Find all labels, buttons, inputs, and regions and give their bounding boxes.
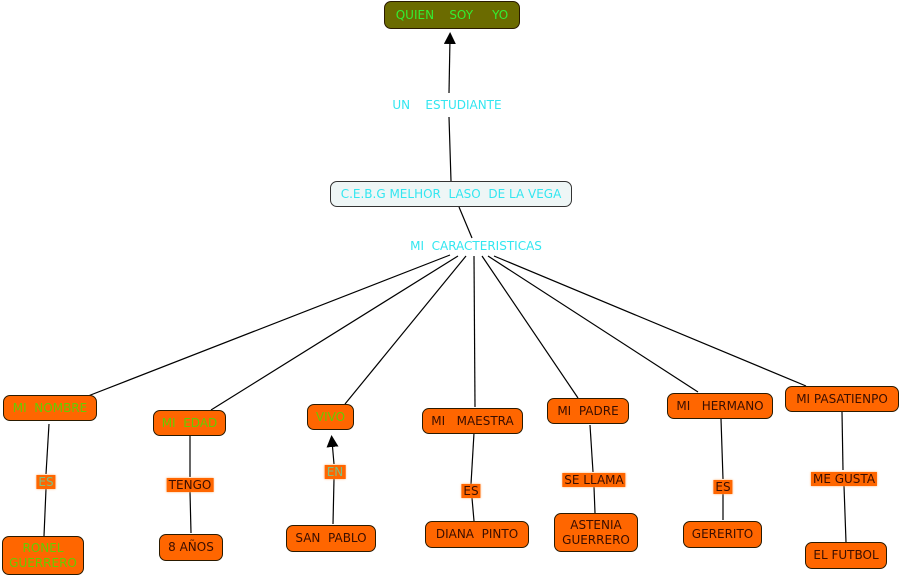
link-label-se-llama: SE LLAMA	[562, 473, 626, 487]
node-gererito[interactable]: GERERITO	[683, 521, 762, 548]
node-san-pablo[interactable]: SAN PABLO	[286, 525, 376, 552]
node-astenia-guerrero[interactable]: ASTENIA GUERRERO	[554, 513, 638, 552]
node-vivo[interactable]: VIVO	[307, 404, 354, 430]
node-mi-hermano[interactable]: MI HERMANO	[667, 393, 773, 419]
node-mi-nombre[interactable]: MI NOMBRE	[3, 395, 97, 421]
node-diana-pinto[interactable]: DIANA PINTO	[425, 521, 529, 548]
node-el-futbol[interactable]: EL FUTBOL	[805, 542, 887, 569]
node-mi-edad[interactable]: MI EDAD	[153, 410, 226, 436]
link-label-en: EN	[324, 465, 346, 479]
link-label-tengo: TENGO	[166, 478, 214, 492]
link-school-char	[458, 206, 473, 239]
node-ronel-guerrero[interactable]: RONEL GUERRERO	[2, 536, 84, 575]
node-school[interactable]: C.E.B.G MELHOR LASO DE LA VEGA	[330, 181, 572, 207]
node-mi-padre[interactable]: MI PADRE	[547, 398, 629, 424]
link-label-es: ES	[461, 484, 481, 498]
link-label-es: ES	[36, 475, 56, 489]
link-label-es: ES	[713, 480, 733, 494]
link-label-mi-caracteristicas: MI CARACTERISTICAS	[408, 239, 544, 253]
node-mi-pasatienpo[interactable]: MI PASATIENPO	[785, 386, 899, 412]
node-root[interactable]: QUIEN SOY YO	[384, 1, 520, 29]
link-label-un-estudiante: UN ESTUDIANTE	[390, 98, 504, 112]
node-8-anos[interactable]: 8 AÑOS	[159, 534, 223, 561]
node-mi-maestra[interactable]: MI MAESTRA	[422, 408, 523, 434]
link-label-me-gusta: ME GUSTA	[810, 472, 878, 486]
link-arrow-root	[443, 32, 456, 94]
link-school-root	[448, 116, 452, 182]
